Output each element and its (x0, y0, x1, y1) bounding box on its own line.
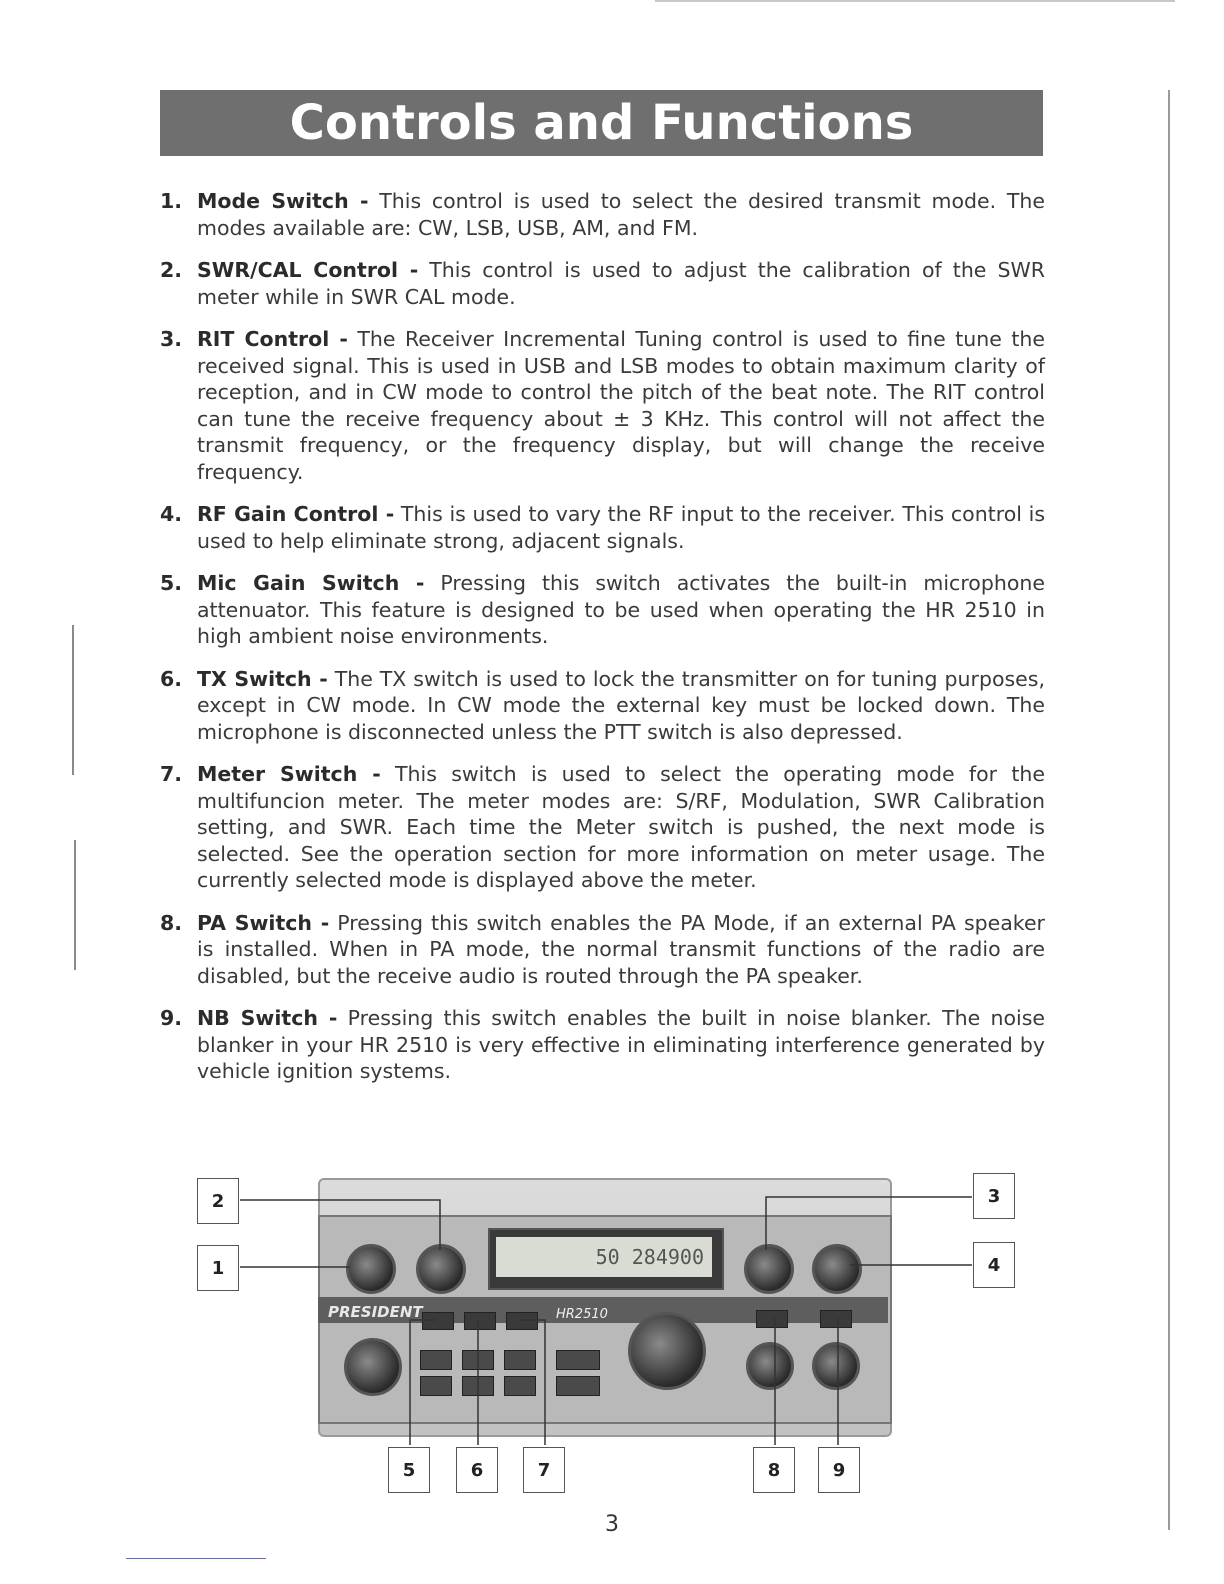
keypad-key (556, 1350, 600, 1370)
mode-knob (346, 1244, 396, 1294)
list-item: 9. NB Switch - Pressing this switch enab… (160, 1005, 1045, 1085)
pa-switch (756, 1310, 788, 1328)
list-item: 8. PA Switch - Pressing this switch enab… (160, 910, 1045, 990)
page-number: 3 (605, 1512, 619, 1537)
item-term: RF Gain Control - (197, 502, 395, 526)
list-item: 2. SWR/CAL Control - This control is use… (160, 257, 1045, 310)
controls-list: 1. Mode Switch - This control is used to… (160, 188, 1045, 1101)
scan-artifact-right (1168, 90, 1170, 1530)
callout-6: 6 (456, 1447, 498, 1493)
tx-switch (464, 1312, 496, 1330)
keypad-key (420, 1376, 452, 1396)
item-description: Pressing this switch enables the PA Mode… (197, 910, 1045, 988)
volume-knob (812, 1342, 860, 1390)
callout-8: 8 (753, 1447, 795, 1493)
item-description: This control is used to adjust the calib… (197, 258, 1045, 309)
mic-gain-switch (422, 1312, 454, 1330)
item-description: This is used to vary the RF input to the… (197, 502, 1045, 553)
item-description: Pressing this switch activates the built… (197, 571, 1045, 648)
callout-5: 5 (388, 1447, 430, 1493)
squelch-knob (746, 1342, 794, 1390)
keypad-key (420, 1350, 452, 1370)
callout-2: 2 (197, 1178, 239, 1224)
item-description: Pressing this switch enables the built i… (197, 1006, 1046, 1083)
callout-3: 3 (973, 1173, 1015, 1219)
radio-model: HR2510 (556, 1307, 608, 1322)
item-number: 1. (160, 189, 183, 213)
item-term: RIT Control - (197, 327, 348, 351)
list-item: 6. TX Switch - The TX switch is used to … (160, 666, 1045, 746)
item-description: The TX switch is used to lock the transm… (197, 666, 1045, 744)
scan-artifact-left (72, 625, 74, 775)
item-term: Meter Switch - (197, 762, 381, 786)
keypad-key (462, 1376, 494, 1396)
rf-gain-knob (812, 1244, 862, 1294)
item-number: 7. (160, 762, 183, 786)
item-term: SWR/CAL Control - (197, 258, 419, 282)
list-item: 7. Meter Switch - This switch is used to… (160, 761, 1045, 894)
scan-artifact-bottom (126, 1558, 266, 1559)
swr-cal-knob (416, 1244, 466, 1294)
item-description: This control is used to select the desir… (197, 189, 1045, 240)
callout-1: 1 (197, 1245, 239, 1291)
keypad-key (462, 1350, 494, 1370)
list-item: 4. RF Gain Control - This is used to var… (160, 501, 1045, 554)
item-number: 3. (160, 327, 183, 351)
page-title: Controls and Functions (289, 95, 914, 151)
radio-brand-strip (318, 1297, 888, 1323)
scan-artifact-top (655, 0, 1175, 2)
item-number: 8. (160, 910, 183, 935)
rit-knob (744, 1244, 794, 1294)
item-term: PA Switch - (197, 910, 330, 935)
item-number: 9. (160, 1006, 183, 1030)
item-term: TX Switch - (197, 666, 328, 691)
radio-display: 50 284900 (496, 1237, 712, 1277)
nb-switch (820, 1310, 852, 1328)
item-description: The Receiver Incremental Tuning control … (197, 327, 1046, 484)
keypad-key (556, 1376, 600, 1396)
callout-4: 4 (973, 1242, 1015, 1288)
item-term: NB Switch - (197, 1006, 338, 1030)
callout-9: 9 (818, 1447, 860, 1493)
item-term: Mic Gain Switch - (197, 571, 425, 595)
item-description: This switch is used to select the operat… (197, 762, 1045, 892)
item-number: 6. (160, 666, 183, 691)
title-bar: Controls and Functions (160, 90, 1043, 156)
item-number: 2. (160, 258, 183, 282)
scan-artifact-left (74, 840, 76, 970)
list-item: 5. Mic Gain Switch - Pressing this switc… (160, 570, 1045, 650)
keypad-key (504, 1376, 536, 1396)
list-item: 3. RIT Control - The Receiver Incrementa… (160, 326, 1045, 485)
keypad-key (504, 1350, 536, 1370)
item-number: 4. (160, 502, 183, 526)
meter-switch (506, 1312, 538, 1330)
item-number: 5. (160, 571, 183, 595)
list-item: 1. Mode Switch - This control is used to… (160, 188, 1045, 241)
mic-connector (344, 1338, 402, 1396)
tuning-knob (628, 1312, 706, 1390)
radio-brand: PRESIDENT (328, 1303, 423, 1321)
item-term: Mode Switch - (197, 189, 369, 213)
callout-7: 7 (523, 1447, 565, 1493)
